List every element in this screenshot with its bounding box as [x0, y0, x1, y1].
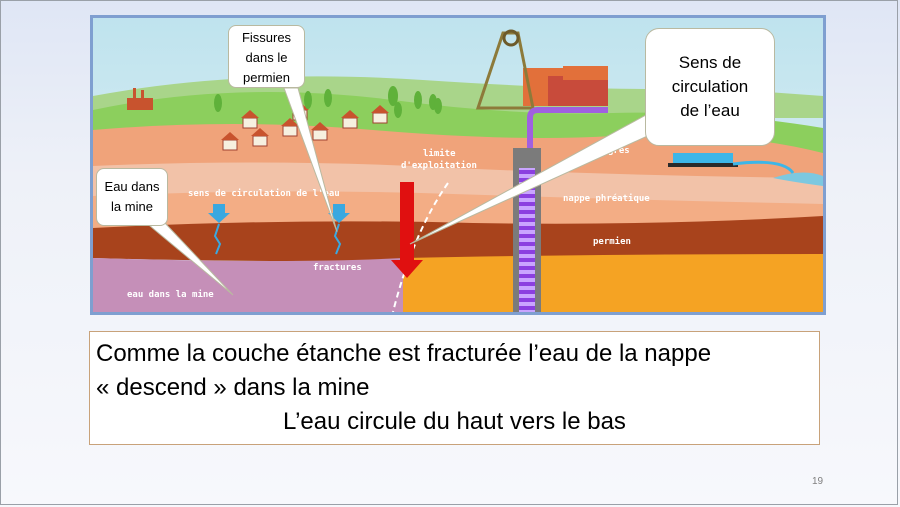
mine-buildings	[475, 29, 608, 110]
label-gres: grès	[608, 145, 630, 156]
shaft-water	[519, 168, 535, 312]
red-downward-arrow	[391, 182, 423, 278]
callout-sens-circulation: Sens de circulation de l’eau	[645, 28, 775, 146]
slide-page-number: 19	[812, 476, 824, 487]
label-sens-circulation: sens de circulation de l'eau	[188, 188, 340, 199]
label-limite-1: limite	[423, 148, 456, 159]
callout-eau-mine-line-1: Eau dans	[104, 179, 160, 194]
right-building	[668, 153, 823, 186]
label-fractures: fractures	[313, 263, 362, 273]
caption-box: Comme la couche étanche est fracturée l’…	[89, 331, 820, 445]
callout-sens-line-1: Sens de	[678, 53, 742, 72]
label-eau-dans-la-mine: eau dans la mine	[127, 289, 214, 300]
callout-eau-mine: Eau dans la mine	[96, 168, 168, 226]
callout-fissures: Fissures dans le permien	[228, 25, 305, 88]
callout-sens-line-2: circulation	[671, 77, 749, 96]
callout-fissures-line-2: dans le	[245, 50, 288, 65]
label-permien: permien	[593, 236, 631, 247]
distant-factory	[127, 88, 153, 110]
callout-fissures-line-1: Fissures	[241, 30, 292, 45]
caption-line-2: « descend » dans la mine	[96, 374, 370, 401]
caption-line-1: Comme la couche étanche est fracturée l’…	[96, 340, 712, 367]
callout-eau-mine-line-2: la mine	[111, 199, 153, 214]
callout-sens-line-3: de l’eau	[680, 101, 740, 120]
label-nappe: nappe phréatique	[563, 193, 650, 204]
callout-fissures-line-3: permien	[243, 70, 290, 85]
label-limite-2: d'exploitation	[401, 160, 477, 171]
deep-orange-zone	[403, 254, 823, 312]
caption-line-3: L’eau circule du haut vers le bas	[283, 408, 626, 435]
